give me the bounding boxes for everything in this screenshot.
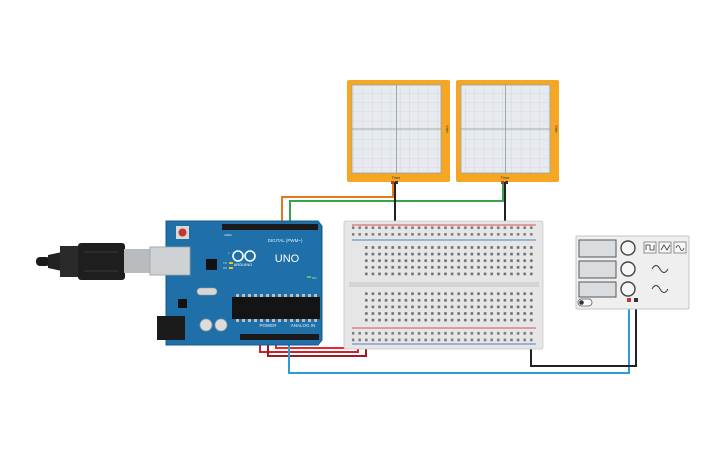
led-on: [307, 276, 311, 278]
fgen-output-negative[interactable]: [634, 298, 638, 302]
scope-1-axis-label: V/div: [445, 125, 449, 133]
power-label: POWER: [259, 323, 277, 328]
fgen-knob-offset[interactable]: [620, 281, 636, 297]
tx-label: TX: [223, 261, 227, 265]
led-l-label: L: [228, 251, 230, 255]
crystal: [196, 287, 218, 296]
power-jack: [157, 316, 185, 340]
fgen-knob-frequency[interactable]: [620, 240, 636, 256]
digital-header: [222, 224, 318, 230]
digital-header-label: DIGITAL (PWM~): [268, 238, 303, 243]
fgen-display-frequency: [578, 239, 617, 258]
sine-wave-icon: [675, 245, 685, 251]
digital-header-labels: AREF: [224, 233, 232, 237]
scope-1-probe-pin[interactable]: [391, 181, 394, 184]
fgen-knob-amplitude[interactable]: [620, 261, 636, 277]
scope-2-time-label: Time: [501, 175, 511, 180]
capacitor-2: [214, 318, 228, 332]
fgen-display-offset: [578, 281, 617, 298]
scope-2-axis-label: V/div: [554, 125, 558, 133]
arduino-logo-icon: [232, 250, 256, 262]
triangle-wave-button[interactable]: [658, 241, 672, 254]
wire-black-fgen-gnd[interactable]: [530, 300, 637, 367]
svg-text:AREF: AREF: [224, 233, 232, 237]
scope-1-gnd-pin[interactable]: [395, 181, 398, 184]
amplitude-wave-icon: [651, 265, 669, 273]
led-tx: [229, 262, 233, 264]
oscilloscope-2[interactable]: Time V/div: [456, 80, 559, 184]
brand-label: ARDUINO: [234, 262, 252, 267]
wire-green-scope2[interactable]: [289, 181, 504, 225]
atmega-chip: [232, 297, 320, 319]
atmega-pins: [236, 294, 317, 322]
model-label: UNO: [275, 253, 300, 265]
square-wave-icon: [645, 244, 655, 251]
oscilloscope-1[interactable]: Time V/div: [347, 80, 450, 184]
wire-blue-analog[interactable]: [288, 300, 630, 374]
led-rx: [229, 267, 233, 269]
breadboard[interactable]: [343, 220, 544, 350]
analog-header: [285, 334, 319, 340]
scope-2-probe-pin[interactable]: [501, 181, 504, 184]
analog-label: ANALOG IN: [291, 323, 316, 328]
power-header: [240, 334, 288, 340]
triangle-wave-icon: [660, 244, 671, 251]
capacitor-1: [199, 318, 213, 332]
fgen-display-amplitude: [578, 260, 617, 279]
function-generator[interactable]: [575, 235, 690, 310]
wire-orange-scope1[interactable]: [281, 181, 394, 225]
offset-wave-icon: [651, 285, 669, 293]
arduino-uno-board[interactable]: AREF DIGITAL (PWM~) ARDUINO UNO L TX RX …: [149, 220, 323, 346]
usb-chip: [206, 259, 217, 270]
fgen-output-positive[interactable]: [627, 298, 631, 302]
rx-label: RX: [223, 266, 227, 270]
regulator-chip: [178, 299, 187, 308]
scope-2-gnd-pin[interactable]: [505, 181, 508, 184]
on-label: ON: [312, 276, 317, 280]
scope-1-time-label: Time: [392, 175, 402, 180]
